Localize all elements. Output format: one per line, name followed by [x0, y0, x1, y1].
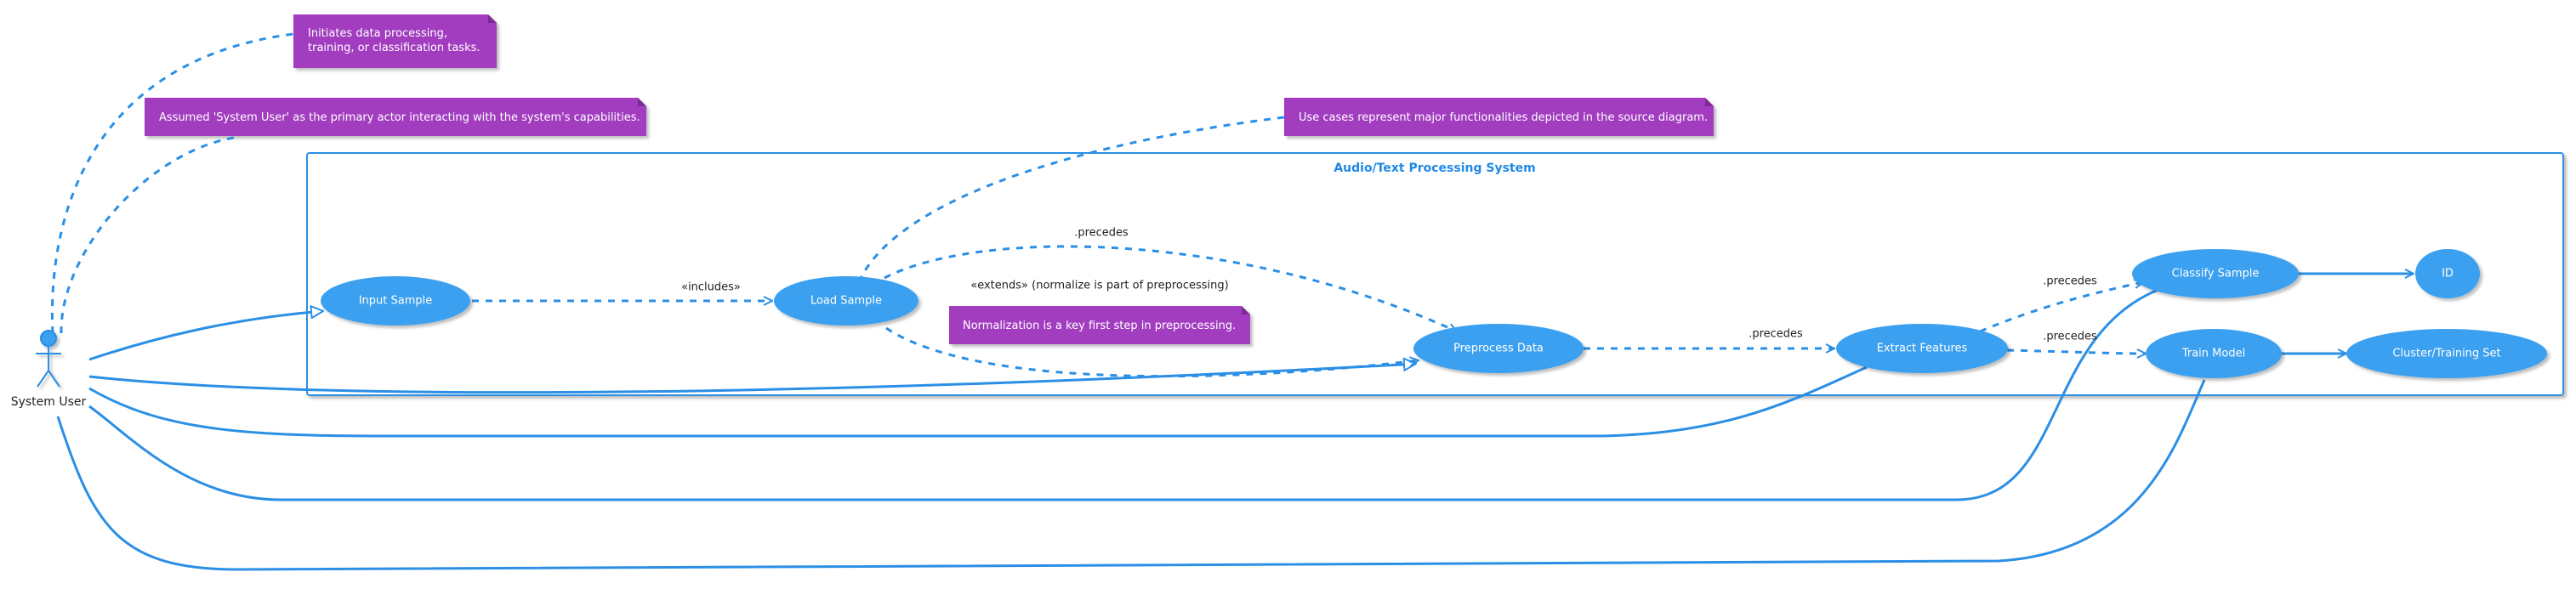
- edge-extends-label: «extends» (normalize is part of preproce…: [970, 279, 1229, 292]
- actor-name: System User: [10, 395, 87, 409]
- note-initiates-line-2: training, or classification tasks.: [308, 42, 481, 54]
- use-case-id-label: ID: [2442, 267, 2454, 280]
- note-initiates-line-1: Initiates data processing,: [308, 27, 447, 40]
- use-case-classify-sample[interactable]: [2132, 249, 2299, 298]
- assoc-input-sample: [88, 311, 323, 361]
- note-normalization: [949, 306, 1250, 344]
- edge-precedes-extract-classify: [1979, 282, 2143, 333]
- boundary-title: Audio/Text Processing System: [1333, 161, 1536, 175]
- note-use-cases: [1284, 98, 1714, 136]
- system-boundary: [306, 152, 2564, 396]
- use-case-input-sample-label: Input Sample: [358, 294, 433, 308]
- assoc-preprocess-data: [88, 364, 1416, 394]
- actor-icon[interactable]: [36, 330, 61, 388]
- use-case-cluster-training-set-label: Cluster/Training Set: [2392, 347, 2501, 360]
- assoc-extract-features: [88, 365, 1868, 438]
- note-use-cases-text: Use cases represent major functionalitie…: [1299, 111, 1709, 124]
- note-initiates-text: Initiates data processing, training, or …: [308, 26, 481, 55]
- use-case-classify-sample-label: Classify Sample: [2171, 267, 2260, 280]
- edge-precedes-load-preprocess-label: .precedes: [1074, 226, 1129, 240]
- edge-precedes-extract-train-label: .precedes: [2043, 330, 2097, 343]
- note-assumed-text: Assumed 'System User' as the primary act…: [159, 111, 640, 124]
- edge-precedes-preprocess-extract-label: .precedes: [1749, 327, 1803, 341]
- note-link-assumed: [60, 136, 235, 334]
- use-case-input-sample[interactable]: [321, 276, 470, 326]
- assoc-train-model: [56, 379, 2206, 571]
- use-case-extract-features[interactable]: [1836, 324, 2008, 373]
- assoc-classify-sample: [88, 287, 2161, 501]
- note-initiates: [293, 14, 497, 68]
- use-case-extract-features-label: Extract Features: [1876, 342, 1968, 355]
- use-case-preprocess-data[interactable]: [1413, 324, 1584, 373]
- note-link-initiates: [50, 32, 294, 334]
- use-case-load-sample-label: Load Sample: [810, 294, 883, 308]
- use-case-preprocess-data-label: Preprocess Data: [1453, 342, 1544, 355]
- note-normalization-text: Normalization is a key first step in pre…: [963, 320, 1237, 332]
- edge-precedes-extract-train: [2006, 350, 2146, 354]
- edge-precedes-extract-classify-label: .precedes: [2043, 275, 2097, 288]
- note-assumed: [145, 98, 646, 136]
- use-case-load-sample[interactable]: [774, 276, 918, 326]
- use-case-train-model[interactable]: [2146, 329, 2282, 378]
- use-case-id[interactable]: [2415, 249, 2480, 298]
- note-link-use-cases: [857, 116, 1285, 283]
- use-case-cluster-training-set[interactable]: [2346, 329, 2547, 378]
- use-case-train-model-label: Train Model: [2181, 347, 2246, 360]
- edge-includes-label: «includes»: [681, 280, 741, 294]
